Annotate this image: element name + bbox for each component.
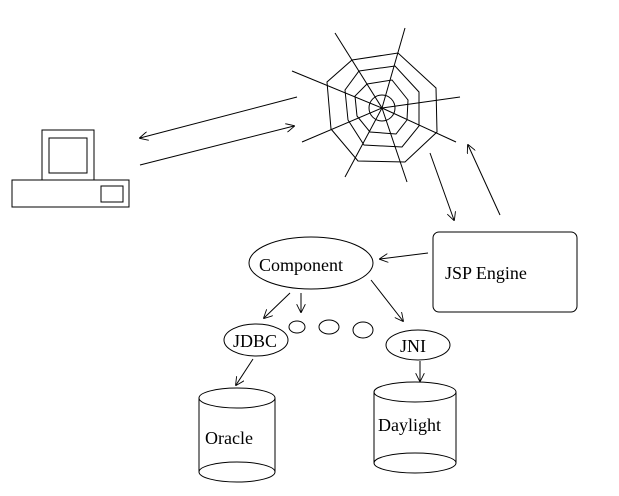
more-components-ellipsis (288, 319, 374, 339)
jni-label: JNI (400, 336, 426, 356)
component-label: Component (259, 255, 343, 275)
jsp-engine-label: JSP Engine (445, 263, 527, 283)
jdbc-node: JDBC (223, 323, 289, 357)
arrow-web-to-client (140, 96, 298, 138)
arrow-jsp-to-web (468, 145, 501, 216)
computer-icon (11, 129, 130, 208)
arrow-component-to-jdbc (264, 292, 291, 318)
oracle-database-icon (198, 387, 276, 483)
arrow-component-to-jni (370, 279, 403, 321)
jsp-engine-box: JSP Engine (432, 231, 578, 313)
oracle-label: Oracle (205, 428, 253, 448)
arrow-client-to-web (139, 126, 294, 166)
spider-web-icon (291, 27, 461, 183)
daylight-database-icon (373, 381, 457, 474)
daylight-label: Daylight (378, 415, 441, 435)
jni-node: JNI (385, 329, 451, 361)
component-node: Component (248, 236, 374, 290)
arrow-web-to-jsp (429, 152, 454, 220)
arrow-jdbc-to-oracle (236, 358, 254, 385)
arrow-jsp-to-component (380, 252, 429, 259)
jdbc-label: JDBC (233, 331, 277, 351)
